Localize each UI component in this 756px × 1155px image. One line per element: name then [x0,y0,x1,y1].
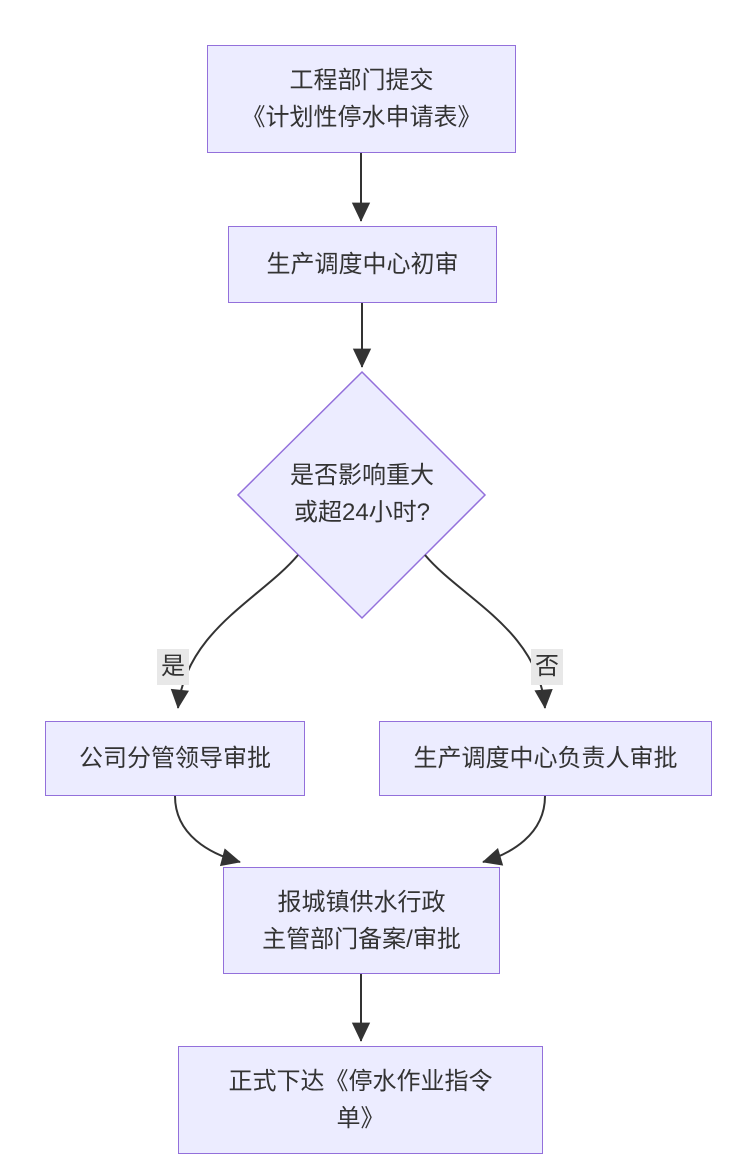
node-label-line: 单》 [336,1105,385,1132]
decision-diamond-shape [236,370,487,620]
edge-decision-yes [170,554,299,709]
node-submit-application: 工程部门提交 《计划性停水申请表》 [207,45,516,153]
node-label-line: 公司分管领导审批 [79,745,271,772]
edge-leader-to-report [174,795,241,867]
node-initial-review: 生产调度中心初审 [228,226,497,303]
node-label-line: 报城镇供水行政 [277,888,446,916]
node-label-line: 或超24小时? [293,499,431,526]
edge-label-no: 否 [531,649,563,685]
edge-label-yes: 是 [157,649,189,685]
node-label-line: 主管部门备案/审批 [262,925,461,953]
node-report-authority: 报城镇供水行政 主管部门备案/审批 [223,867,500,974]
node-center-head-approval: 生产调度中心负责人审批 [379,721,712,796]
decision-node-label: 是否影响重大 或超24小时? [290,457,434,531]
node-label-line: 生产调度中心初审 [266,251,459,278]
node-leader-approval: 公司分管领导审批 [45,721,305,796]
node-label-line: 正式下达《停水作业指令 [228,1068,493,1095]
edge-center-head-to-report [482,795,546,866]
node-label-line: 工程部门提交 [289,67,434,94]
node-label-line: 是否影响重大 [290,462,434,489]
node-label-line: 生产调度中心负责人审批 [413,745,678,772]
node-issue-order: 正式下达《停水作业指令 单》 [178,1046,543,1154]
edge-decision-no [424,554,553,709]
node-label-line: 《计划性停水申请表》 [241,104,482,131]
